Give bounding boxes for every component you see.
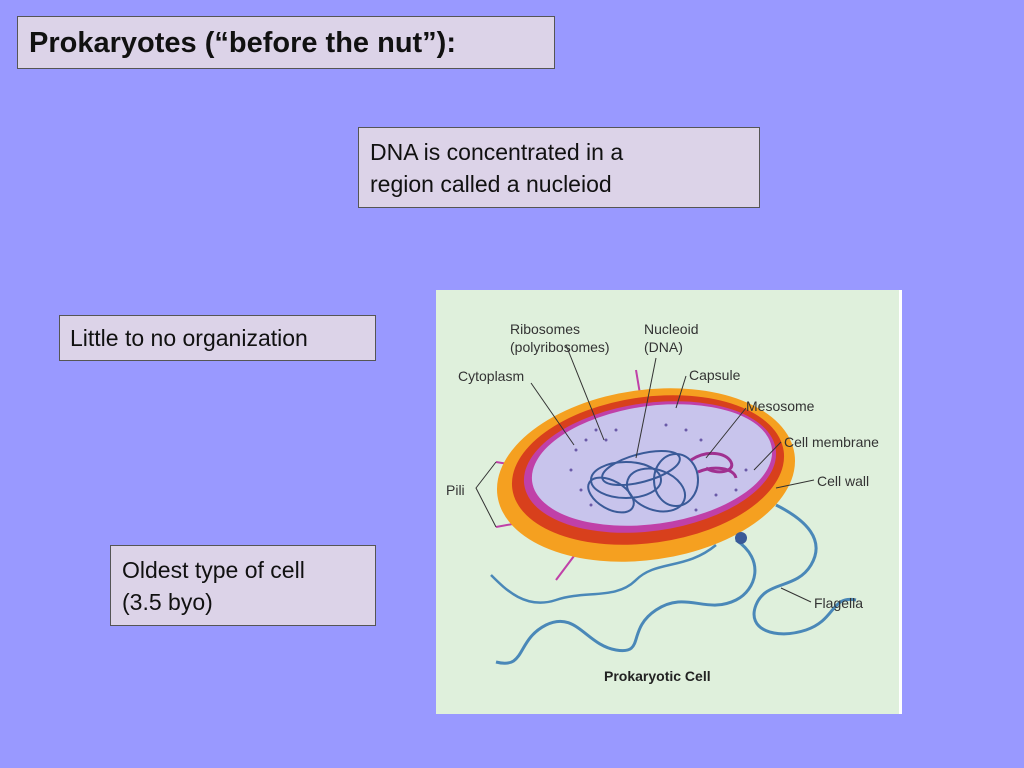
dna-note-line-1: DNA is concentrated in a bbox=[370, 139, 624, 165]
prokaryotic-cell-diagram: Ribosomes (polyribosomes) Nucleoid (DNA)… bbox=[446, 321, 879, 684]
dna-note-line-2: region called a nucleiod bbox=[370, 171, 612, 197]
oldest-note-line-2: (3.5 byo) bbox=[122, 589, 213, 615]
flagellum-basal-body bbox=[735, 532, 747, 544]
flagellum-1 bbox=[495, 538, 757, 665]
oldest-note-box: Oldest type of cell (3.5 byo) bbox=[110, 545, 376, 626]
slide-title: Prokaryotes (“before the nut”): bbox=[17, 16, 555, 69]
label-nucleoid-1: Nucleoid bbox=[644, 321, 698, 337]
label-flagella: Flagella bbox=[814, 595, 863, 611]
mesosome bbox=[690, 452, 738, 479]
oldest-note-line-1: Oldest type of cell bbox=[122, 557, 305, 583]
label-pili: Pili bbox=[446, 482, 465, 498]
label-capsule: Capsule bbox=[689, 367, 741, 383]
figure-caption: Prokaryotic Cell bbox=[604, 668, 711, 684]
label-cell-membrane: Cell membrane bbox=[784, 434, 879, 450]
label-cell-wall: Cell wall bbox=[817, 473, 869, 489]
label-mesosome: Mesosome bbox=[746, 398, 815, 414]
prokaryotic-cell-figure: Ribosomes (polyribosomes) Nucleoid (DNA)… bbox=[436, 290, 902, 714]
label-cytoplasm: Cytoplasm bbox=[458, 368, 524, 384]
flagellum-2 bbox=[752, 503, 857, 636]
label-nucleoid-2: (DNA) bbox=[644, 339, 683, 355]
nucleoid-dna bbox=[587, 449, 699, 514]
leader-lines bbox=[475, 344, 815, 603]
ribosomes bbox=[569, 423, 748, 512]
dna-note-box: DNA is concentrated in a region called a… bbox=[358, 127, 760, 208]
organization-note-box: Little to no organization bbox=[59, 315, 376, 361]
label-ribosomes-2: (polyribosomes) bbox=[510, 339, 610, 355]
label-ribosomes-1: Ribosomes bbox=[510, 321, 580, 337]
flagellum-3 bbox=[490, 544, 717, 604]
